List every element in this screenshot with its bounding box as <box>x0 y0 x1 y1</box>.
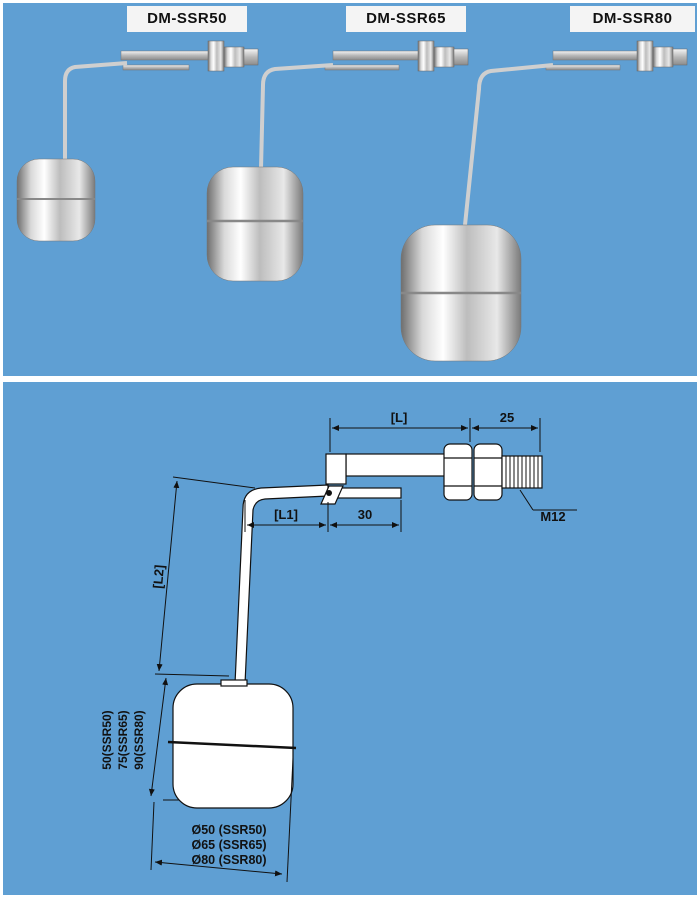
height-label-ssr80: 90(SSR80) <box>132 710 146 769</box>
dimension-drawing-panel: [L] 25 [L1] 30 M12 [L2] 50(SSR50) 75(SSR… <box>3 382 697 895</box>
dimension-drawing: [L] 25 [L1] 30 M12 [L2] 50(SSR50) 75(SSR… <box>100 410 577 883</box>
thread-hatching <box>505 456 539 488</box>
float-valve-ssr80-photo <box>400 40 688 362</box>
float-valve-outline <box>167 443 543 809</box>
height-label-ssr65: 75(SSR65) <box>116 710 130 769</box>
model-label-ssr50: DM-SSR50 <box>127 6 247 32</box>
product-photo-panel: DM-SSR50 DM-SSR65 DM-SSR80 <box>3 3 697 376</box>
diameter-label-ssr50: Ø50 (SSR50) <box>191 823 266 837</box>
model-label-ssr80: DM-SSR80 <box>570 6 695 32</box>
dim-label-thread-length: 25 <box>500 410 514 425</box>
pivot-pin <box>320 485 344 505</box>
product-photos <box>16 40 688 362</box>
dimension-lines <box>148 418 577 883</box>
diameter-label-ssr65: Ø65 (SSR65) <box>191 838 266 852</box>
dim-label-arm-extension: 30 <box>358 507 372 522</box>
dim-label-L1: [L1] <box>274 507 298 522</box>
float-valve-ssr65-photo <box>206 40 469 282</box>
height-label-ssr50: 50(SSR50) <box>100 710 114 769</box>
dim-label-L: [L] <box>391 410 408 425</box>
dim-label-L2: [L2] <box>150 564 167 589</box>
diameter-label-ssr80: Ø80 (SSR80) <box>191 853 266 867</box>
float-valve-ssr50-photo <box>16 40 259 242</box>
model-label-ssr65: DM-SSR65 <box>346 6 466 32</box>
dim-label-thread: M12 <box>540 509 565 524</box>
